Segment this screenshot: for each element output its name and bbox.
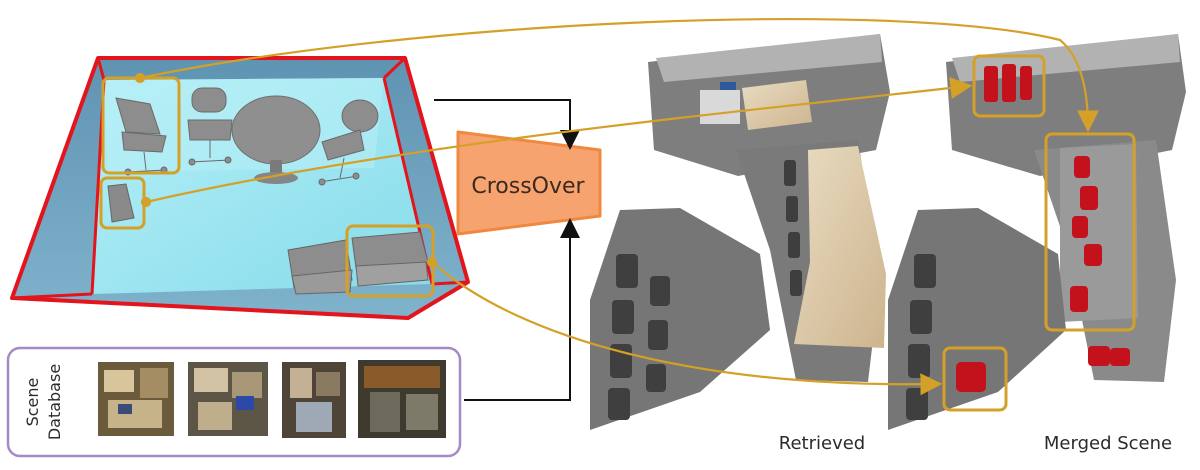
scene-thumbnail-1[interactable] xyxy=(98,362,174,436)
database-label-line2: Database xyxy=(45,364,64,440)
chair-model-3 xyxy=(318,99,379,186)
crossover-trapezoid xyxy=(456,130,602,236)
merged-label: Merged Scene xyxy=(1044,433,1172,454)
merged-highlight-chairs xyxy=(972,54,1046,118)
correspondence-arrows xyxy=(134,18,1099,396)
sink-model xyxy=(351,231,429,287)
merged-highlight-sink xyxy=(942,346,1008,412)
arrow-chair-to-table xyxy=(139,18,1099,133)
cad-room-model xyxy=(10,56,470,320)
scene-database-panel: Scene Database xyxy=(6,346,462,458)
scene-thumbnail-2[interactable] xyxy=(188,362,268,436)
arrow-from-database xyxy=(464,218,580,401)
retrieved-label: Retrieved xyxy=(779,433,865,454)
scene-thumbnail-4[interactable] xyxy=(358,360,446,438)
chair-model-2 xyxy=(187,87,233,166)
cabinet-model xyxy=(107,183,135,223)
arrow-cabinet-to-chairs xyxy=(145,77,973,204)
scene-thumbnail-3[interactable] xyxy=(282,362,346,438)
crossover-module: CrossOver xyxy=(456,130,602,236)
chair-model xyxy=(115,97,168,176)
armchair-model xyxy=(287,239,353,295)
merged-scene-scan: Merged Scene xyxy=(888,34,1186,454)
retrieved-table xyxy=(794,146,886,348)
retrieved-scene-scan: Retrieved xyxy=(590,34,890,454)
database-label-line1: Scene xyxy=(23,378,42,427)
arrow-sink-to-sink xyxy=(431,261,943,396)
crossover-label: CrossOver xyxy=(471,174,585,199)
merged-highlight-table xyxy=(1044,132,1136,332)
merged-objects-red xyxy=(956,64,1130,392)
round-table-model xyxy=(231,95,321,184)
